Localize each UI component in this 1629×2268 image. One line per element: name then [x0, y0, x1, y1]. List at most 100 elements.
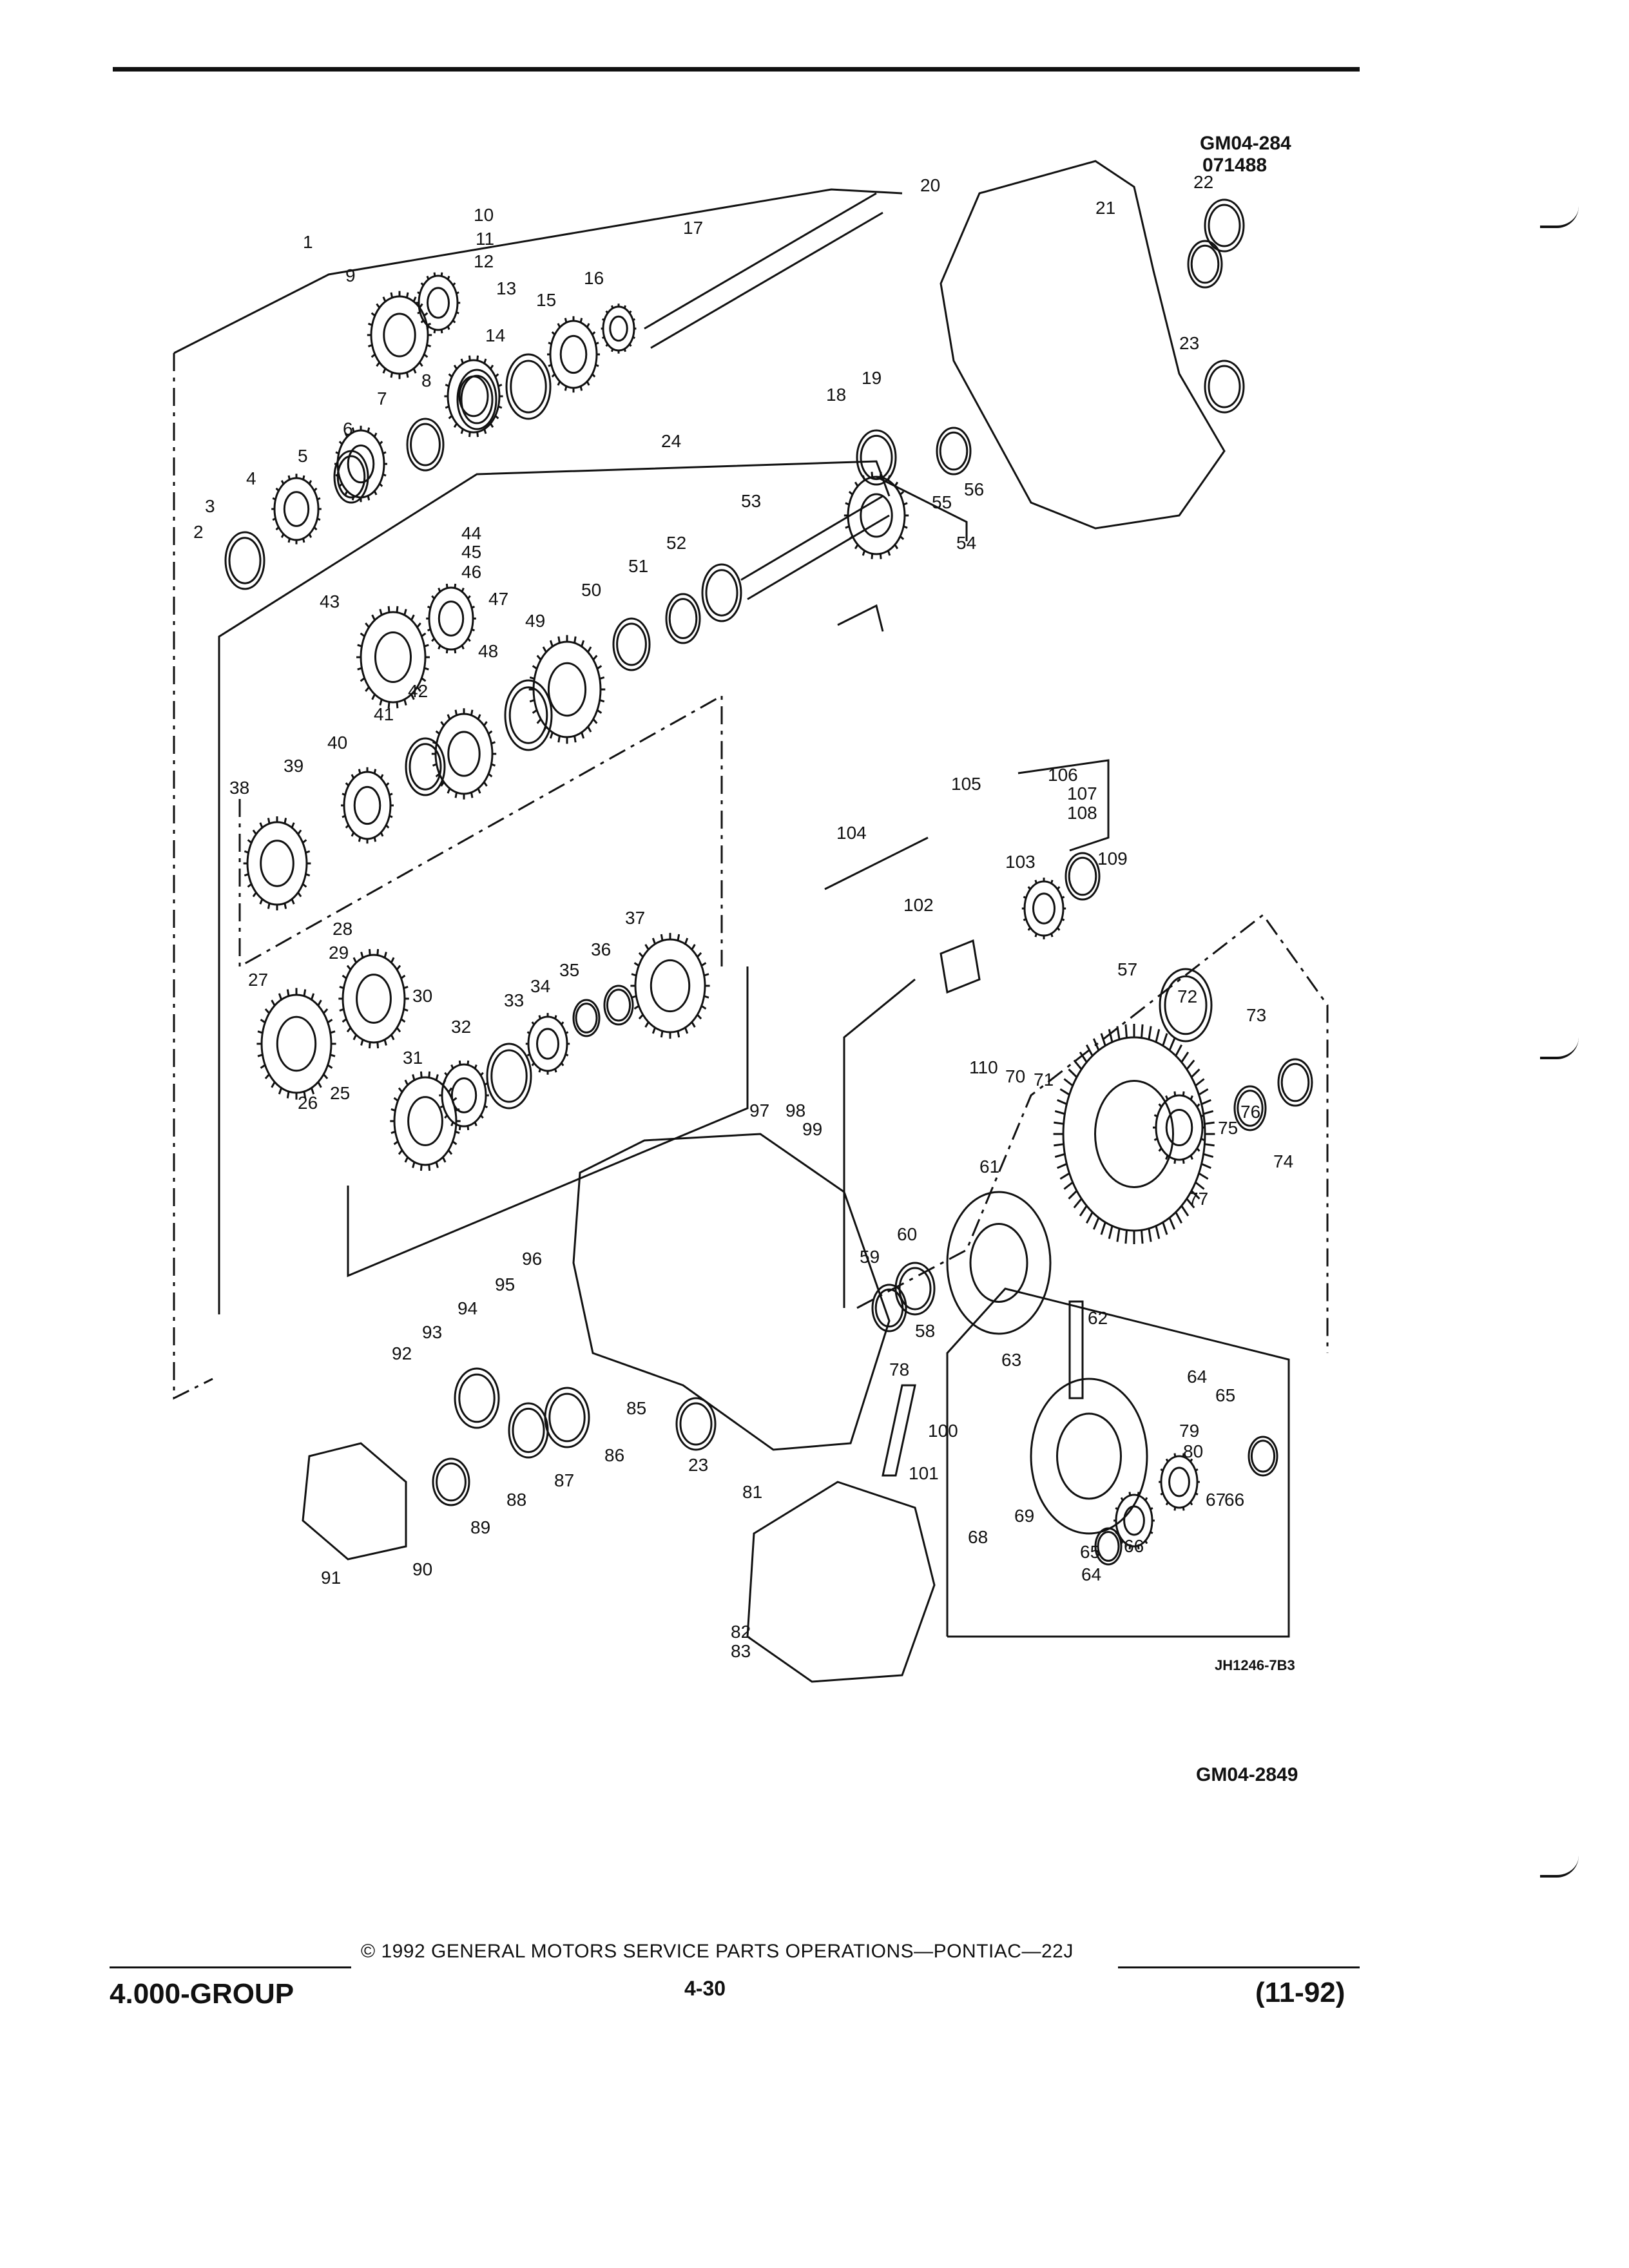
- differential-case: [946, 1191, 1052, 1335]
- callout-1: 1: [303, 232, 313, 252]
- needle-bearing: [525, 1013, 570, 1075]
- callout-95: 95: [495, 1274, 515, 1294]
- gear: [528, 635, 606, 744]
- callout-55: 55: [932, 492, 952, 512]
- input-shaft-bracket: [218, 460, 891, 1314]
- callout-71: 71: [1034, 1070, 1054, 1090]
- callout-50: 50: [581, 580, 601, 600]
- needle-bearing: [341, 767, 394, 844]
- callout-23: 23: [688, 1455, 708, 1475]
- illustration-code: JH1246-7B3: [1215, 1657, 1295, 1673]
- callout-86: 86: [604, 1445, 624, 1465]
- shift-shaft: [940, 939, 981, 994]
- callout-6: 6: [343, 419, 353, 439]
- callout-47: 47: [488, 589, 508, 609]
- callout-92: 92: [392, 1343, 412, 1363]
- callout-88: 88: [506, 1490, 526, 1510]
- bearing: [936, 427, 972, 476]
- shaft-end: [837, 604, 884, 632]
- snap-ring: [224, 531, 265, 590]
- callout-76: 76: [1240, 1102, 1260, 1122]
- callout-66: 66: [1124, 1536, 1144, 1556]
- callout-72: 72: [1177, 986, 1197, 1006]
- shift-bracket: [1017, 759, 1110, 852]
- upper-shaft-bracket: [173, 188, 903, 354]
- callout-17: 17: [683, 218, 703, 238]
- callout-12: 12: [474, 251, 494, 271]
- callout-40: 40: [327, 733, 347, 753]
- end-cover: [302, 1442, 407, 1561]
- gear: [431, 708, 497, 800]
- callout-34: 34: [530, 976, 550, 996]
- callout-65: 65: [1080, 1542, 1100, 1562]
- differential-case-open: [1030, 1378, 1148, 1535]
- callout-108: 108: [1067, 803, 1097, 823]
- needle-bearing: [333, 450, 369, 504]
- bearing-race: [894, 1262, 936, 1316]
- callout-82: 82: [731, 1622, 751, 1642]
- callout-49: 49: [525, 611, 545, 631]
- clutch-housing-lower: [746, 1481, 936, 1683]
- callout-64: 64: [1187, 1367, 1207, 1387]
- transaxle-case: [572, 1133, 891, 1451]
- snap-ring: [603, 985, 634, 1026]
- callout-70: 70: [1005, 1066, 1025, 1086]
- blocker-ring: [405, 737, 446, 796]
- gear: [271, 474, 322, 544]
- callout-51: 51: [628, 556, 648, 576]
- gear: [390, 1071, 461, 1171]
- callout-44: 44: [461, 523, 481, 543]
- thrust-washer: [701, 563, 742, 622]
- gear: [256, 988, 336, 1100]
- synchronizer-ring: [504, 679, 553, 751]
- bottom-reference-code: GM04-2849: [1196, 1764, 1298, 1785]
- callout-63: 63: [1001, 1350, 1021, 1370]
- callout-68: 68: [968, 1527, 988, 1547]
- callout-97: 97: [749, 1100, 769, 1120]
- reference-date: 071488: [1202, 155, 1268, 176]
- footer-rule-right: [1118, 1966, 1360, 1968]
- callout-42: 42: [408, 681, 428, 701]
- callout-69: 69: [1014, 1506, 1034, 1526]
- callout-25: 25: [330, 1083, 350, 1103]
- callout-67: 67: [1206, 1490, 1226, 1510]
- page-number: 4-30: [684, 1977, 726, 2000]
- callout-7: 7: [377, 389, 387, 408]
- inner-bracket: [238, 694, 723, 968]
- clutch-housing-upper: [940, 160, 1226, 530]
- callout-56: 56: [964, 479, 984, 499]
- callout-38: 38: [229, 778, 249, 798]
- top-rule: [113, 67, 1360, 72]
- callout-53: 53: [741, 491, 761, 511]
- blocker-ring: [456, 369, 497, 430]
- callout-48: 48: [478, 641, 498, 661]
- callout-107: 107: [1067, 783, 1097, 803]
- callout-102: 102: [903, 895, 934, 915]
- reference-code: GM04-284: [1200, 133, 1291, 154]
- thrust-washer: [1248, 1436, 1278, 1477]
- group-label: 4.000-GROUP: [110, 1978, 294, 2010]
- gear: [426, 583, 476, 654]
- callout-10: 10: [474, 205, 494, 225]
- callout-87: 87: [554, 1470, 574, 1490]
- left-dashed-bracket: [173, 353, 213, 1400]
- gear: [630, 932, 710, 1039]
- callout-9: 9: [345, 265, 356, 285]
- binder-mark: [1540, 206, 1579, 228]
- callout-18: 18: [826, 385, 846, 405]
- callout-96: 96: [522, 1249, 542, 1269]
- gear: [356, 606, 430, 709]
- shift-cable-bolt: [882, 1384, 916, 1477]
- callout-90: 90: [412, 1559, 432, 1579]
- callout-4: 4: [246, 468, 256, 488]
- selector-bracket: [843, 978, 916, 1308]
- seal: [675, 1397, 717, 1451]
- gear: [444, 355, 503, 437]
- seal: [1204, 360, 1245, 414]
- callout-19: 19: [862, 368, 882, 388]
- gear: [243, 816, 311, 910]
- callout-13: 13: [496, 278, 516, 298]
- needle-bearing: [601, 303, 637, 354]
- bearing: [454, 1367, 500, 1429]
